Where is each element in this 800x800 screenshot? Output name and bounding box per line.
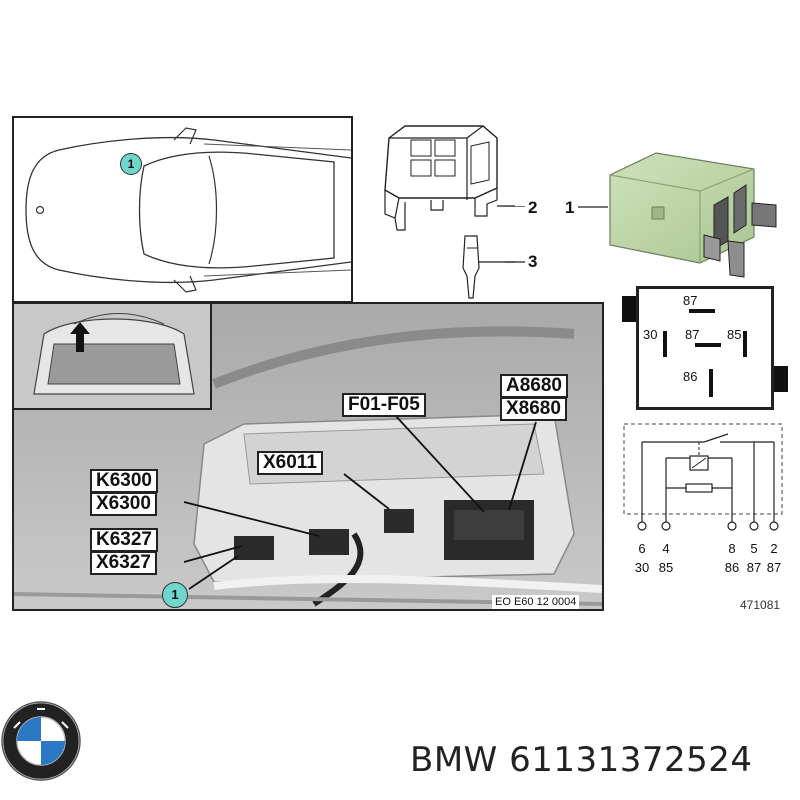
footer-part-number: 61131372524	[509, 740, 753, 780]
bmw-logo	[1, 701, 81, 781]
photo-reference-code: EO E60 12 0004	[492, 595, 580, 609]
engine-inset-photo	[14, 304, 212, 410]
label-x6011: X6011	[257, 451, 323, 475]
schematic-terminal-4: 87	[746, 560, 762, 575]
car-front-sketch	[33, 313, 195, 395]
label-a8680: A8680	[500, 374, 568, 398]
relay-part-number: 1	[565, 198, 575, 217]
diagram-id: 471081	[740, 598, 781, 612]
schematic-terminal-2: 85	[658, 560, 674, 575]
label-k6300: K6300	[90, 469, 158, 493]
pin-label-86: 86	[683, 369, 698, 384]
photo-callout: 1	[162, 582, 188, 608]
schematic-pin-4: 5	[750, 541, 758, 556]
schematic-terminal-3: 86	[724, 560, 740, 575]
car-outline-drawing	[25, 127, 352, 293]
car-location-panel: 1	[12, 116, 353, 303]
pin-slots	[663, 309, 747, 397]
label-x6327: X6327	[90, 551, 157, 575]
schematic-pin-2: 4	[662, 541, 670, 556]
socket-part-number: 2	[528, 198, 538, 217]
relay-socket-drawing	[384, 125, 515, 299]
schematic-pin-1: 6	[638, 541, 646, 556]
pin-layout-left-tab	[622, 296, 636, 322]
relay-schematic	[623, 423, 783, 531]
pin-layout-right-tab	[774, 366, 788, 392]
photo-leader-lines	[183, 413, 537, 590]
pin-label-30: 30	[643, 327, 658, 342]
label-f01-f05: F01-F05	[342, 393, 426, 417]
relay-leader-line	[578, 206, 608, 208]
footer-brand-part: BMW 61131372524	[410, 740, 753, 780]
pin-label-85: 85	[727, 327, 742, 342]
terminal-part-number: 3	[528, 252, 538, 271]
schematic-terminal-5: 87	[766, 560, 782, 575]
pin-label-87-center: 87	[685, 327, 700, 342]
relay-pin-layout: 87 30 87 85 86	[636, 286, 774, 410]
location-callout: 1	[120, 153, 142, 175]
label-k6327: K6327	[90, 528, 158, 552]
schematic-pin-5: 2	[770, 541, 778, 556]
relay-drawing	[609, 152, 777, 278]
schematic-pin-3: 8	[728, 541, 736, 556]
label-x8680: X8680	[500, 397, 567, 421]
footer-brand: BMW	[410, 740, 498, 780]
pin-label-87-top: 87	[683, 293, 698, 308]
label-x6300: X6300	[90, 492, 157, 516]
part-leader-lines	[505, 206, 525, 263]
schematic-terminal-1: 30	[634, 560, 650, 575]
engine-bay-photo: F01-F05 A8680 X8680 X6011 K6300 X6300 K6…	[12, 302, 604, 611]
